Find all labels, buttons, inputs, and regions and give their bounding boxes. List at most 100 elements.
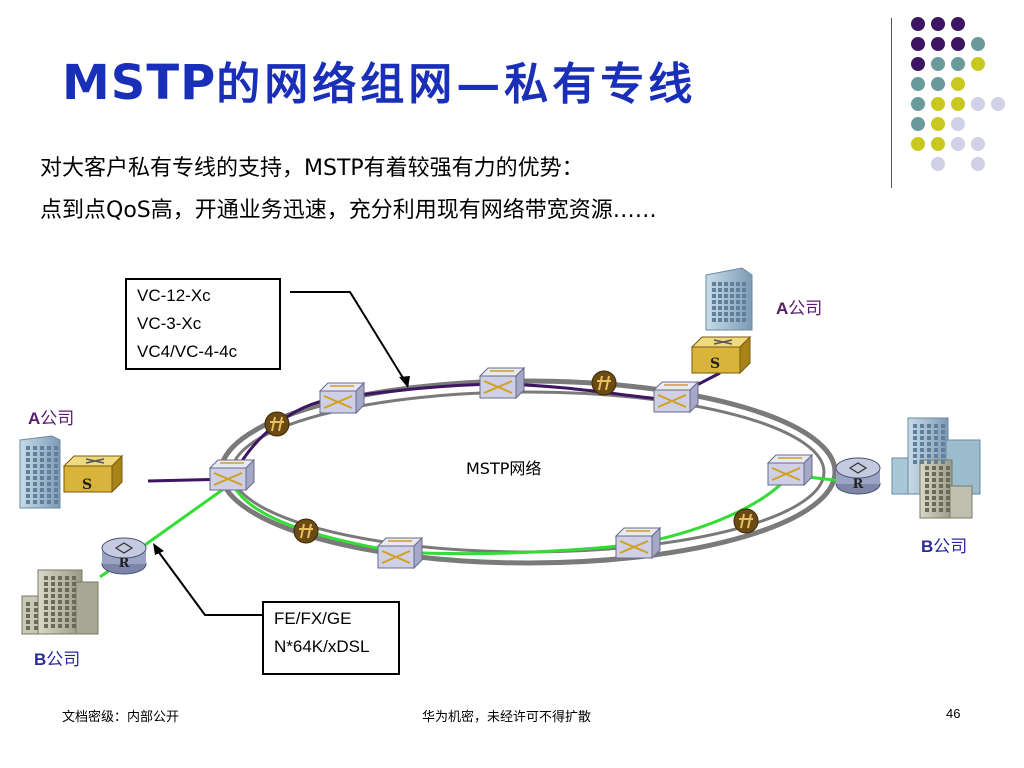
building-window <box>58 606 62 610</box>
switch-glyph: S <box>82 477 92 493</box>
building-window <box>51 582 55 586</box>
building-window <box>47 452 51 456</box>
building-window <box>26 602 30 606</box>
building-window <box>913 436 917 440</box>
building-window <box>72 576 76 580</box>
building-window <box>65 612 69 616</box>
company-suffix: 公司 <box>46 650 81 670</box>
building-window <box>54 482 58 486</box>
building-window <box>724 306 728 310</box>
subtitle-line-1: 对大客户私有专线的支持，MSTP有着较强有力的优势： <box>40 156 584 181</box>
building-window <box>925 490 929 494</box>
building-window <box>65 618 69 622</box>
building-window <box>742 300 746 304</box>
ring-node-se <box>615 527 661 559</box>
decorative-dot <box>911 57 925 71</box>
building-window <box>946 490 950 494</box>
company-letter: A <box>28 409 41 428</box>
building-window <box>724 318 728 322</box>
building-window <box>712 318 716 322</box>
building-window <box>712 300 716 304</box>
building-window <box>913 448 917 452</box>
building-window <box>65 582 69 586</box>
building-window <box>712 294 716 298</box>
building-window <box>946 496 950 500</box>
title-main: MSTP <box>62 55 217 111</box>
building-window <box>712 288 716 292</box>
building-window <box>33 452 37 456</box>
building-window <box>44 588 48 592</box>
building-window <box>72 588 76 592</box>
building-window <box>58 612 62 616</box>
building-window <box>51 624 55 628</box>
building-window <box>941 436 945 440</box>
building-window <box>925 496 929 500</box>
regenerator-icon <box>264 411 290 437</box>
building-window <box>932 508 936 512</box>
decorative-dot <box>911 137 925 151</box>
building-window <box>54 470 58 474</box>
router-icon-b-left: R <box>101 537 147 575</box>
building-window <box>946 502 950 506</box>
building-window <box>40 470 44 474</box>
callout-bottom-arrowhead <box>153 543 164 555</box>
building-window <box>44 624 48 628</box>
company-a-label-right: A公司 <box>776 294 822 319</box>
building-window <box>941 424 945 428</box>
title-sub: 的网络组网—私有专线 <box>216 59 697 110</box>
decorative-dot <box>911 77 925 91</box>
decorative-dot <box>911 97 925 111</box>
building-window <box>718 318 722 322</box>
building-window <box>712 306 716 310</box>
building-window <box>44 612 48 616</box>
building-window <box>920 436 924 440</box>
building-window <box>40 476 44 480</box>
building-icon-a-right <box>705 267 753 331</box>
building-window <box>47 494 51 498</box>
building-window <box>72 606 76 610</box>
building-window <box>34 626 38 630</box>
company-suffix: 公司 <box>788 299 823 319</box>
building-window <box>730 306 734 310</box>
building-window <box>939 508 943 512</box>
building-window <box>58 618 62 622</box>
decorative-dot <box>951 57 965 71</box>
building-window <box>26 494 30 498</box>
building-window <box>730 312 734 316</box>
regenerator-icon <box>733 508 759 534</box>
building-window <box>44 594 48 598</box>
building-window <box>54 476 58 480</box>
decorative-dot <box>931 117 945 131</box>
building-window <box>40 488 44 492</box>
building-window <box>54 488 58 492</box>
callout-bottom-line-1: FE/FX/GE <box>274 609 352 628</box>
building-window <box>72 594 76 598</box>
building-window <box>920 442 924 446</box>
building-window <box>742 318 746 322</box>
building-window <box>33 458 37 462</box>
company-letter: B <box>34 650 47 669</box>
building-window <box>51 618 55 622</box>
building-window <box>920 454 924 458</box>
building-window <box>47 458 51 462</box>
building-window <box>44 606 48 610</box>
router-glyph: R <box>119 556 130 571</box>
building-window <box>26 500 30 504</box>
router-icon-b-right: R <box>835 457 881 495</box>
building-window <box>54 458 58 462</box>
building-window <box>26 446 30 450</box>
building-window <box>941 454 945 458</box>
building-window <box>946 478 950 482</box>
decorative-dot <box>971 37 985 51</box>
switch-icon-a-left: S <box>63 455 123 493</box>
building-window <box>26 452 30 456</box>
building-window <box>730 318 734 322</box>
building-window <box>72 582 76 586</box>
building-window <box>932 478 936 482</box>
building-window <box>33 488 37 492</box>
building-window <box>26 470 30 474</box>
building-window <box>932 502 936 506</box>
decorative-dot <box>931 97 945 111</box>
callout-top-line-2: VC-3-Xc <box>137 314 202 333</box>
building-window <box>72 600 76 604</box>
